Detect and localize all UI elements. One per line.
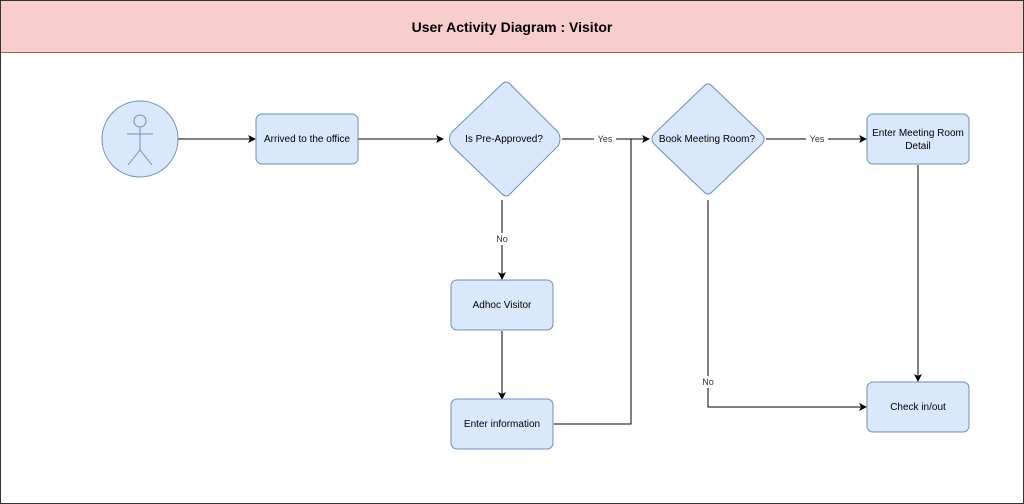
- edge-label-yes-bookroom: Yes: [810, 134, 825, 144]
- edge-label-bg: [806, 133, 828, 145]
- node-label: Is Pre-Approved?: [465, 134, 543, 145]
- diagram-title: User Activity Diagram : Visitor: [411, 18, 613, 35]
- title-bar: User Activity Diagram : Visitor: [1, 1, 1023, 53]
- node-label-line-2: Detail: [905, 141, 931, 152]
- node-label: Book Meeting Room?: [659, 134, 756, 145]
- node-arrived-to-office: Arrived to the office: [255, 113, 359, 165]
- edge-label-bg: [493, 233, 511, 245]
- edge-label-bg: [594, 133, 616, 145]
- node-label: Check in/out: [890, 402, 946, 413]
- edge-label-bg: [699, 376, 717, 388]
- node-label: Adhoc Visitor: [473, 300, 532, 311]
- edge-enterinfo-to-bookroom: [554, 139, 632, 425]
- node-enter-meeting-room-detail: Enter Meeting Room Detail: [866, 113, 970, 165]
- decision-pre-approved: Is Pre-Approved?: [449, 81, 561, 197]
- node-check-in-out: Check in/out: [866, 381, 970, 433]
- visitor-actor-icon: [101, 100, 179, 178]
- edge-label-no-preapproved: No: [496, 234, 508, 244]
- edge-label-yes-preapproved: Yes: [598, 134, 613, 144]
- node-adhoc-visitor: Adhoc Visitor: [450, 279, 554, 331]
- edge-label-no-bookroom: No: [702, 377, 714, 387]
- edge-bookroom-to-check: [707, 200, 867, 411]
- node-enter-information: Enter information: [450, 398, 554, 450]
- decision-book-meeting-room: Book Meeting Room?: [651, 83, 765, 195]
- node-label: Arrived to the office: [264, 134, 350, 145]
- node-label: Enter information: [464, 419, 540, 430]
- node-label-line-1: Enter Meeting Room: [872, 128, 964, 139]
